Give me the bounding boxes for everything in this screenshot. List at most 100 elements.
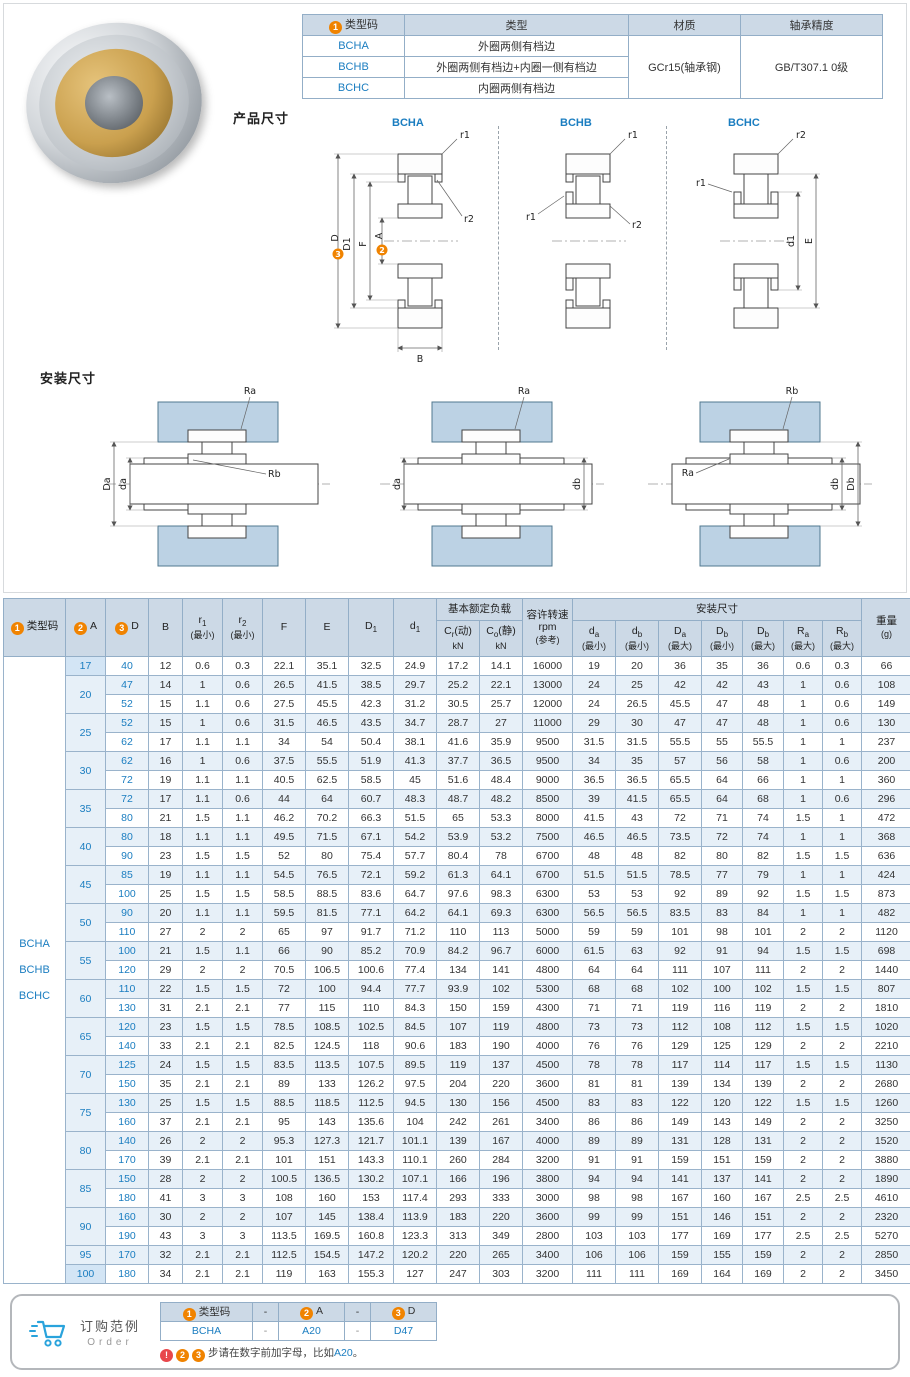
data-cell: 1520 bbox=[861, 1131, 910, 1151]
badge-2-icon: 2 bbox=[176, 1349, 190, 1362]
order-title-cn: 订购范例 bbox=[80, 1319, 141, 1334]
data-cell: 56 bbox=[701, 751, 743, 771]
data-cell: 72 bbox=[105, 789, 149, 809]
dim-label-Ra: Ra bbox=[682, 468, 694, 479]
data-cell: 2 bbox=[821, 1264, 863, 1284]
data-cell: 2 bbox=[783, 960, 823, 980]
dim-label-Ra: Ra bbox=[244, 386, 256, 397]
header-code-label: 类型码 bbox=[345, 19, 378, 31]
data-cell: 6300 bbox=[522, 884, 573, 904]
data-cell: 18 bbox=[148, 827, 183, 847]
data-cell: 65 bbox=[436, 808, 480, 828]
data-cell: 77.1 bbox=[348, 903, 394, 923]
data-cell: 160 bbox=[701, 1188, 743, 1208]
data-cell: 2.1 bbox=[222, 1245, 263, 1265]
data-cell: 4000 bbox=[522, 1131, 573, 1151]
data-cell: 25 bbox=[615, 675, 659, 695]
product-dims-label: 产品尺寸 bbox=[233, 111, 290, 126]
data-cell: 2 bbox=[821, 1245, 863, 1265]
data-cell: 119 bbox=[479, 1017, 523, 1037]
data-cell: 110 bbox=[436, 922, 480, 942]
data-cell: 113.9 bbox=[393, 1207, 437, 1227]
header-cell: D1 bbox=[348, 598, 394, 657]
dim-label-r2: r2 bbox=[632, 220, 642, 231]
data-cell: 127.3 bbox=[305, 1131, 349, 1151]
data-cell: 14.1 bbox=[479, 656, 523, 676]
dim-label-Rb: Rb bbox=[268, 469, 281, 480]
data-cell: 19 bbox=[148, 770, 183, 790]
data-cell: 129 bbox=[742, 1036, 784, 1056]
warning-icon: ! bbox=[160, 1349, 174, 1362]
data-cell: 129 bbox=[658, 1036, 702, 1056]
badge-2-icon: 2 bbox=[379, 246, 385, 255]
data-cell: 76 bbox=[615, 1036, 659, 1056]
data-cell: 2 bbox=[182, 922, 223, 942]
data-cell: 102 bbox=[658, 979, 702, 999]
data-cell: 12 bbox=[148, 656, 183, 676]
data-cell: 134 bbox=[436, 960, 480, 980]
data-cell: 90 bbox=[105, 846, 149, 866]
data-cell: 2.5 bbox=[821, 1226, 863, 1246]
data-cell: 74 bbox=[742, 827, 784, 847]
data-cell: 169 bbox=[701, 1226, 743, 1246]
data-cell: 1.5 bbox=[182, 1055, 223, 1075]
data-cell: 151 bbox=[701, 1150, 743, 1170]
data-cell: 120 bbox=[701, 1093, 743, 1113]
data-cell: 37 bbox=[148, 1112, 183, 1132]
data-cell: 0.6 bbox=[821, 694, 863, 714]
header-cell: F bbox=[262, 598, 306, 657]
data-cell: 103 bbox=[615, 1226, 659, 1246]
a-value-cell: 80 bbox=[65, 1131, 106, 1170]
data-cell: 32.5 bbox=[348, 656, 394, 676]
data-cell: 204 bbox=[436, 1074, 480, 1094]
data-cell: 2.5 bbox=[821, 1188, 863, 1208]
data-cell: 8000 bbox=[522, 808, 573, 828]
data-cell: 1.5 bbox=[182, 979, 223, 999]
data-cell: 1.5 bbox=[222, 979, 263, 999]
data-cell: 91 bbox=[615, 1150, 659, 1170]
data-cell: 1.5 bbox=[821, 1017, 863, 1037]
data-cell: 2 bbox=[783, 1150, 823, 1170]
data-cell: 51.5 bbox=[393, 808, 437, 828]
data-cell: 130 bbox=[105, 998, 149, 1018]
data-cell: 1 bbox=[783, 789, 823, 809]
data-cell: 4500 bbox=[522, 1093, 573, 1113]
data-cell: 1.1 bbox=[182, 694, 223, 714]
data-cell: 53 bbox=[615, 884, 659, 904]
data-cell: 34 bbox=[572, 751, 616, 771]
data-cell: 91 bbox=[572, 1150, 616, 1170]
data-cell: 121.7 bbox=[348, 1131, 394, 1151]
data-cell: 97 bbox=[305, 922, 349, 942]
dim-label-Rb: Rb bbox=[786, 386, 799, 397]
data-cell: 64.7 bbox=[393, 884, 437, 904]
order-title: 订购范例 Order bbox=[80, 1316, 140, 1348]
data-cell: 118 bbox=[348, 1036, 394, 1056]
data-cell: 100.5 bbox=[262, 1169, 306, 1189]
data-cell: 85.2 bbox=[348, 941, 394, 961]
data-cell: 3 bbox=[222, 1188, 263, 1208]
type-table-header-material: 材质 bbox=[628, 14, 741, 36]
data-cell: 101 bbox=[262, 1150, 306, 1170]
data-cell: 1.5 bbox=[821, 941, 863, 961]
data-cell: 1130 bbox=[861, 1055, 910, 1075]
data-cell: 7500 bbox=[522, 827, 573, 847]
data-cell: 46.5 bbox=[305, 713, 349, 733]
data-cell: 83.5 bbox=[658, 903, 702, 923]
data-cell: 39 bbox=[572, 789, 616, 809]
data-cell: 1 bbox=[783, 751, 823, 771]
data-cell: 155 bbox=[701, 1245, 743, 1265]
data-cell: 2.1 bbox=[182, 1264, 223, 1284]
data-cell: 140 bbox=[105, 1131, 149, 1151]
data-cell: 2 bbox=[821, 1112, 863, 1132]
data-cell: 3 bbox=[182, 1188, 223, 1208]
data-cell: 1.1 bbox=[182, 789, 223, 809]
data-cell: 107 bbox=[262, 1207, 306, 1227]
data-cell: 0.6 bbox=[182, 656, 223, 676]
data-cell: 0.6 bbox=[222, 789, 263, 809]
data-cell: 6000 bbox=[522, 941, 573, 961]
